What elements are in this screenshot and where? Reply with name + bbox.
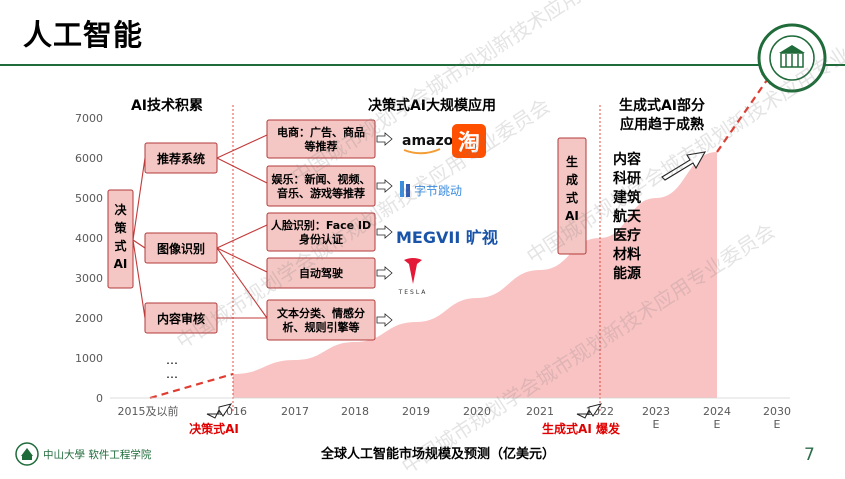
- connector: [133, 240, 145, 318]
- connector: [217, 248, 267, 272]
- genai-field-label: 建筑: [613, 189, 641, 206]
- phase-marker-label: 生成式AI 爆发: [542, 421, 621, 436]
- connector: [217, 225, 267, 248]
- x-tick-label: 2017: [281, 405, 309, 418]
- x-tick-label: 2018: [341, 405, 369, 418]
- y-tick-label: 2000: [75, 312, 103, 325]
- generative-ai-label: 生: [566, 154, 578, 169]
- application-label: 电商：广告、商品: [277, 125, 365, 139]
- right-arrow-icon: [377, 267, 392, 279]
- x-tick-label: 2020: [463, 405, 491, 418]
- section-title: 生成式AI部分: [619, 97, 705, 114]
- section-title: 应用趋于成熟: [620, 116, 704, 133]
- connector: [133, 158, 145, 240]
- y-tick-label: 1000: [75, 352, 103, 365]
- tesla-logo-text: TESLA: [398, 289, 428, 296]
- x-tick-label: E: [774, 418, 781, 431]
- x-tick-label: 2023: [642, 405, 670, 418]
- y-tick-label: 6000: [75, 152, 103, 165]
- footer-logo-text: 中山大學 软件工程学院: [43, 448, 152, 461]
- bytedance-logo-icon: [400, 181, 404, 197]
- connector: [217, 158, 267, 183]
- genai-field-label: 科研: [613, 170, 641, 187]
- genai-field-label: 内容: [613, 151, 641, 168]
- x-tick-label: E: [653, 418, 660, 431]
- decision-ai-label: 策: [114, 220, 127, 235]
- application-box: [267, 300, 375, 340]
- footer-logo: 中山大學 软件工程学院: [15, 439, 190, 469]
- right-arrow-icon: [377, 133, 392, 145]
- section-title: AI技术积累: [131, 97, 203, 114]
- x-tick-label: E: [714, 418, 721, 431]
- application-label: 等推荐: [304, 139, 338, 153]
- y-tick-label: 5000: [75, 192, 103, 205]
- x-tick-label: 2021: [526, 405, 554, 418]
- generative-ai-label: AI: [565, 209, 579, 223]
- application-label: 析、规则引擎等: [283, 320, 360, 334]
- connector: [217, 248, 267, 318]
- decision-ai-label: AI: [114, 257, 128, 271]
- application-label: 身份认证: [299, 232, 343, 246]
- category-label: 图像识别: [157, 241, 205, 256]
- y-tick-label: 7000: [75, 112, 103, 125]
- right-arrow-icon: [377, 180, 392, 192]
- genai-field-label: 材料: [613, 246, 641, 263]
- more-ellipsis: …: [166, 367, 178, 381]
- right-arrow-icon: [377, 314, 392, 326]
- application-label: 人脸识别：Face ID: [271, 218, 371, 232]
- generative-ai-label: 成: [566, 172, 578, 187]
- category-label: 内容审核: [157, 311, 205, 326]
- application-box: [267, 166, 375, 206]
- application-label: 娱乐：新闻、视频、: [272, 172, 371, 186]
- genai-field-label: 医疗: [613, 227, 641, 244]
- application-label: 自动驾驶: [299, 266, 344, 280]
- university-seal: [757, 23, 827, 93]
- trend-dashed-early: [150, 374, 233, 398]
- genai-field-label: 能源: [613, 265, 641, 282]
- megvii-logo: MEGVII 旷视: [396, 228, 498, 247]
- decision-ai-label: 决: [114, 202, 127, 217]
- y-tick-label: 4000: [75, 232, 103, 245]
- amazon-smile-icon: [404, 149, 440, 153]
- connector: [133, 240, 145, 248]
- phase-marker-label: 决策式AI: [189, 421, 239, 436]
- taobao-logo-text: 淘: [458, 130, 480, 156]
- category-label: 推荐系统: [157, 151, 205, 166]
- y-tick-label: 3000: [75, 272, 103, 285]
- bytedance-logo-icon: [406, 184, 410, 197]
- more-ellipsis: …: [166, 353, 178, 367]
- right-arrow-icon: [377, 226, 392, 238]
- tesla-logo-icon: [404, 258, 422, 284]
- generative-ai-label: 式: [566, 190, 578, 205]
- x-tick-label: 2015及以前: [118, 404, 179, 418]
- application-label: 文本分类、情感分: [277, 306, 365, 320]
- page-number: 7: [804, 445, 815, 465]
- section-title: 决策式AI大规模应用: [368, 97, 496, 114]
- genai-field-label: 航天: [613, 208, 642, 225]
- x-tick-label: 2030: [763, 405, 791, 418]
- connector: [217, 135, 267, 158]
- decision-ai-label: 式: [114, 238, 126, 253]
- x-tick-label: 2024: [703, 405, 731, 418]
- application-label: 音乐、游戏等推荐: [277, 186, 365, 200]
- x-tick-label: 2019: [402, 405, 430, 418]
- chart-title: 全球人工智能市场规模及预测（亿美元）: [320, 446, 555, 462]
- y-tick-label: 0: [96, 392, 103, 405]
- bytedance-logo: 字节跳动: [414, 183, 462, 198]
